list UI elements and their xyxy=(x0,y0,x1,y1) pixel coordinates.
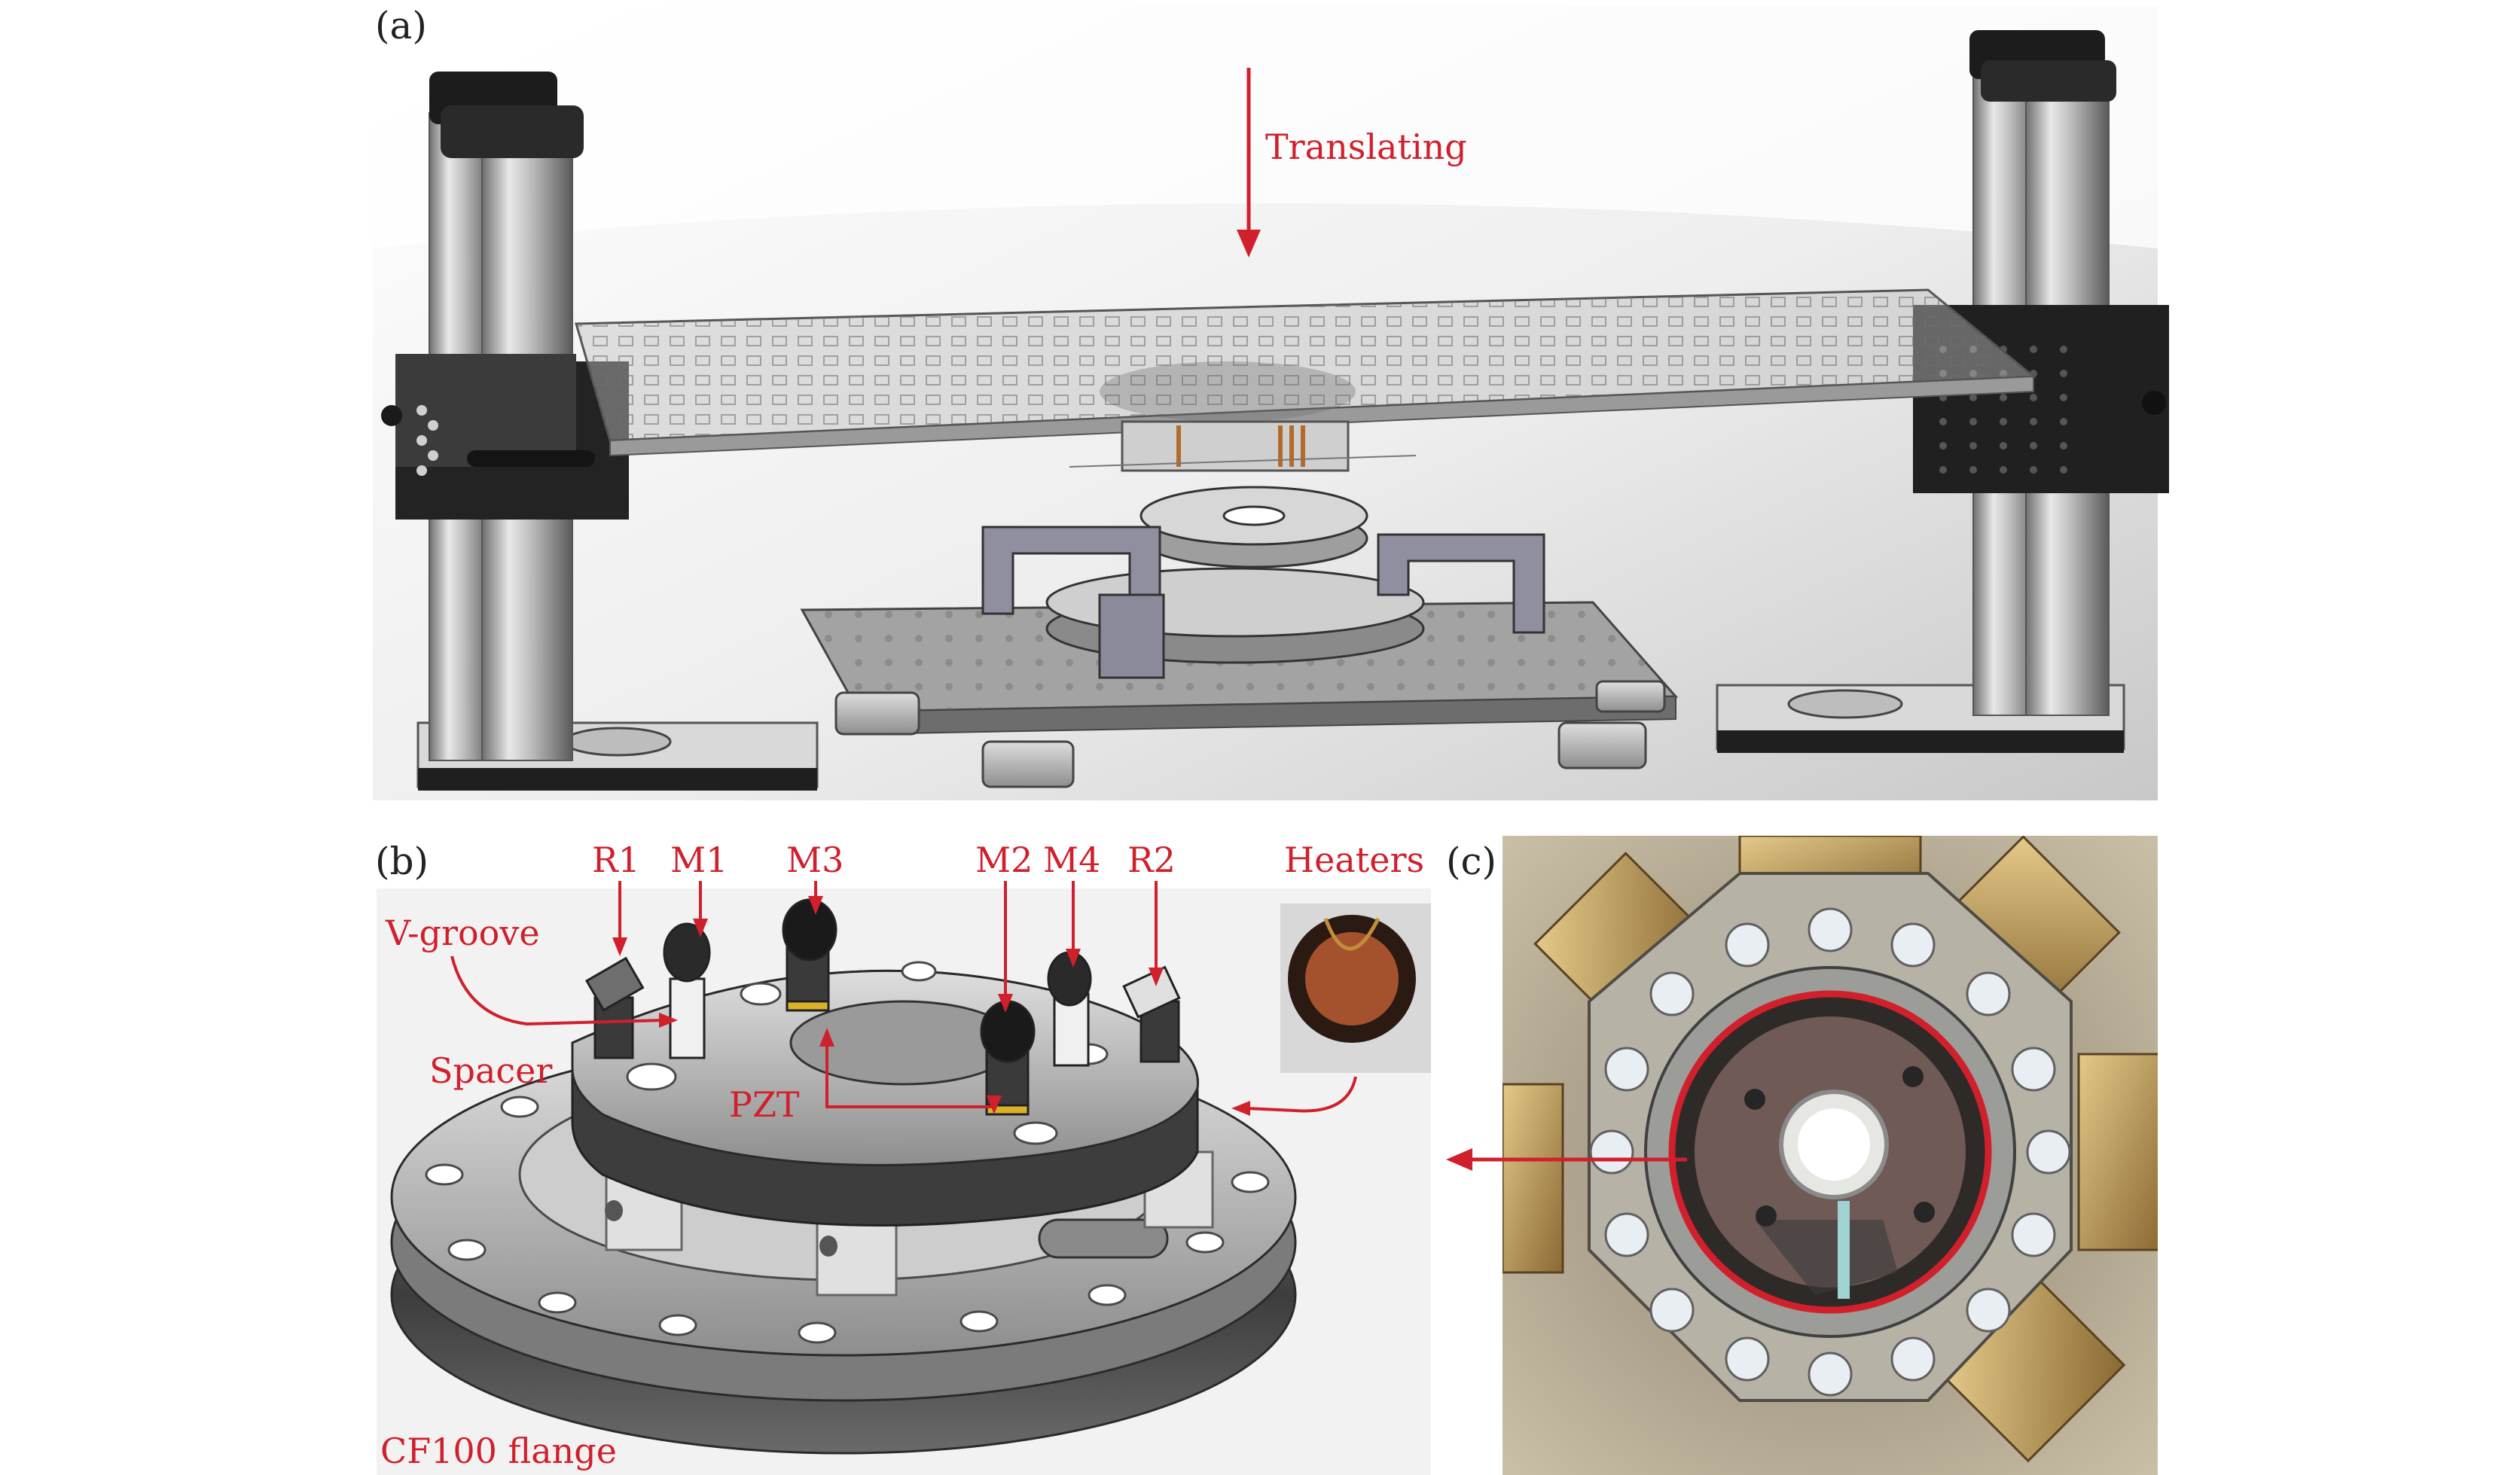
label-m2: M2 xyxy=(975,840,1033,880)
label-cf100-flange: CF100 flange xyxy=(380,1431,617,1471)
viewport-highlight-circle xyxy=(1668,990,1992,1314)
panel-label-b: (b) xyxy=(375,840,429,883)
panel-a-render xyxy=(373,6,2169,800)
label-m3: M3 xyxy=(786,840,844,880)
label-heaters: Heaters xyxy=(1284,840,1425,880)
label-translating: Translating xyxy=(1265,126,1467,167)
label-r2: R2 xyxy=(1127,840,1176,880)
label-m1: M1 xyxy=(670,840,728,880)
label-spacer: Spacer xyxy=(429,1050,553,1091)
panel-c-photo xyxy=(1503,836,2158,1475)
panel-b-render xyxy=(377,888,1431,1475)
label-r1: R1 xyxy=(592,840,640,880)
panel-label-c: (c) xyxy=(1446,840,1497,883)
label-pzt: PZT xyxy=(729,1084,800,1125)
label-v-groove: V-groove xyxy=(386,913,540,953)
label-m4: M4 xyxy=(1043,840,1101,880)
panel-label-a: (a) xyxy=(375,4,427,47)
